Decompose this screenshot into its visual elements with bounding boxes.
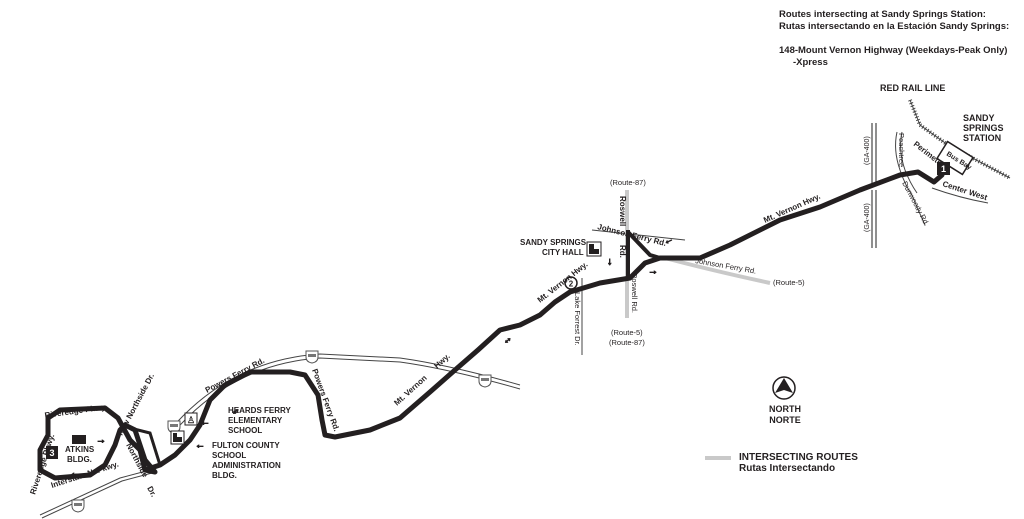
direction-arrows: ← → → ↔ ↔ ← ← → ← bbox=[70, 233, 676, 479]
street-mt-vernon-3b: Hwy. bbox=[432, 352, 451, 371]
timepoint-1-icon: 1 bbox=[937, 162, 950, 175]
rail-line-label: RED RAIL LINE bbox=[880, 83, 945, 93]
north-label-es: NORTE bbox=[769, 415, 801, 425]
street-peachtree: Peachtree bbox=[897, 133, 906, 167]
street-ga400: (GA-400) bbox=[864, 136, 871, 165]
fulton-county-label-2: SCHOOL bbox=[212, 451, 246, 460]
north-arrow-icon bbox=[772, 376, 796, 400]
street-interstate-n: Interstate N. Pkwy. bbox=[50, 460, 120, 490]
svg-text:↔: ↔ bbox=[500, 332, 515, 347]
header-route: 148-Mount Vernon Highway (Weekdays-Peak … bbox=[779, 45, 1008, 56]
street-roswell: Roswell bbox=[618, 196, 627, 226]
header-route-sub: -Xpress bbox=[793, 57, 828, 68]
heards-ferry-label: HEARDS FERRY bbox=[228, 406, 291, 415]
legend-title: INTERSECTING ROUTES bbox=[739, 452, 858, 463]
svg-text:→: → bbox=[96, 435, 106, 446]
admin-building-icon bbox=[170, 430, 185, 445]
timepoint-2-icon: 2 bbox=[564, 276, 578, 290]
atkins-label: ATKINS bbox=[65, 445, 95, 454]
ga-400-road bbox=[871, 123, 877, 248]
station-label-2: SPRINGS bbox=[963, 123, 1004, 133]
city-hall-label-2: CITY HALL bbox=[542, 248, 584, 257]
station-routes-header: Routes intersecting at Sandy Springs Sta… bbox=[779, 9, 1009, 69]
street-johnson-ferry: Johnson Ferry Rd. bbox=[597, 222, 668, 248]
interstate-shield-icon bbox=[305, 350, 319, 364]
fulton-county-label: FULTON COUNTY bbox=[212, 441, 280, 450]
city-hall-label: SANDY SPRINGS bbox=[520, 238, 587, 247]
svg-text:→: → bbox=[648, 266, 658, 277]
route-87-label-2: (Route-87) bbox=[609, 338, 645, 347]
svg-text:1: 1 bbox=[941, 164, 946, 174]
atkins-building-icon bbox=[72, 435, 86, 444]
header-line-en: Routes intersecting at Sandy Springs Sta… bbox=[779, 9, 986, 20]
svg-text:2: 2 bbox=[569, 280, 574, 289]
header-line-es: Rutas intersectando en la Estación Sandy… bbox=[779, 21, 1010, 32]
street-roswell-2: Roswell Rd. bbox=[630, 273, 639, 313]
svg-text:←: ← bbox=[70, 468, 80, 479]
svg-text:→: → bbox=[605, 257, 616, 267]
svg-text:3: 3 bbox=[49, 448, 54, 458]
timepoint-3-icon: 3 bbox=[46, 446, 58, 459]
street-riveredge: Riveredge Pkwy. bbox=[44, 402, 108, 420]
station-label: SANDY bbox=[963, 113, 995, 123]
street-powers-ferry-2: Powers Ferry Rd. bbox=[310, 368, 341, 433]
legend-subtitle: Rutas Intersectando bbox=[739, 463, 836, 474]
route-148-line bbox=[37, 169, 945, 481]
interstate-shield-icon bbox=[478, 374, 492, 388]
route-87-label: (Route-87) bbox=[610, 178, 646, 187]
station-label-3: STATION bbox=[963, 133, 1001, 143]
svg-text:←: ← bbox=[195, 440, 205, 451]
svg-text:♙: ♙ bbox=[187, 415, 195, 425]
street-new-northside: New Northside Dr. bbox=[116, 372, 156, 437]
heards-ferry-label-3: SCHOOL bbox=[228, 426, 262, 435]
street-ga400-2: (GA-400) bbox=[864, 203, 871, 232]
route-5-label: (Route-5) bbox=[773, 278, 805, 287]
street-mt-vernon-3: Mt. Vernon bbox=[392, 373, 428, 407]
school-icon: ♙ bbox=[184, 412, 198, 426]
street-center-west: Center West bbox=[941, 179, 988, 202]
fulton-county-label-3: ADMINISTRATION bbox=[212, 461, 281, 470]
interstate-shield-icon bbox=[71, 499, 85, 513]
street-northside-dr: Dr. bbox=[145, 485, 158, 499]
north-label: NORTH NORTE bbox=[755, 404, 815, 426]
heards-ferry-label-2: ELEMENTARY bbox=[228, 416, 283, 425]
route-5-label-2: (Route-5) bbox=[611, 328, 643, 337]
svg-text:←: ← bbox=[200, 417, 210, 428]
red-rail-line bbox=[908, 99, 1011, 180]
atkins-label-2: BLDG. bbox=[67, 455, 92, 464]
street-lake-forrest: Lake Forrest Dr. bbox=[573, 292, 582, 346]
street-powers-ferry: Powers Ferry Rd. bbox=[204, 356, 266, 395]
svg-text:←: ← bbox=[662, 234, 676, 248]
fulton-county-label-4: BLDG. bbox=[212, 471, 237, 480]
local-roads bbox=[581, 131, 989, 355]
north-label-en: NORTH bbox=[769, 404, 801, 414]
street-roswell-rd: Rd. bbox=[618, 245, 627, 258]
city-hall-icon bbox=[586, 241, 602, 257]
street-dunwoody: Dunwoody Rd. bbox=[900, 180, 931, 228]
legend-swatch bbox=[705, 456, 731, 460]
